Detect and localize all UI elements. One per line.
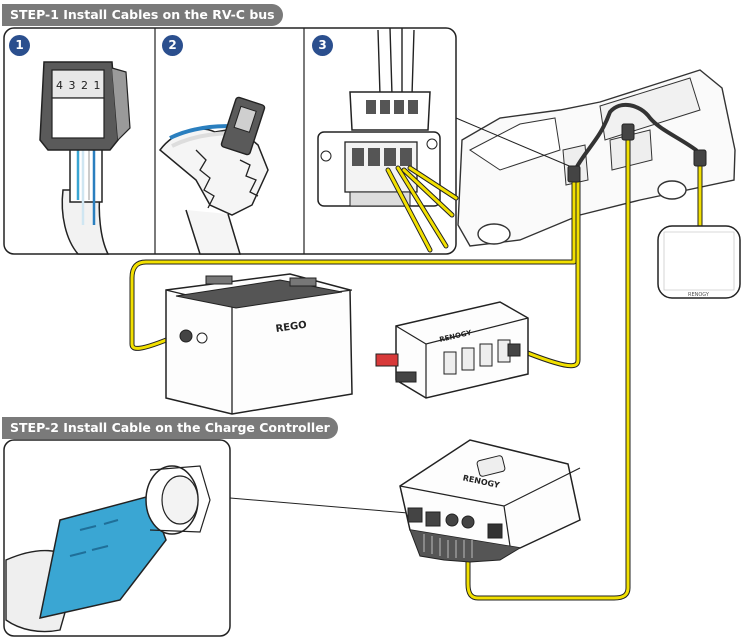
monitor-brand-label: RENOGY	[688, 292, 710, 298]
step-number-badge: 2	[162, 35, 183, 56]
step1-banner: STEP-1 Install Cables on the RV-C bus	[2, 4, 283, 26]
rv-monitor-illustration	[657, 225, 741, 299]
battery-brand-label: REGO	[275, 320, 307, 335]
battery-illustration	[165, 273, 353, 415]
cable-tee-connectors	[567, 123, 707, 183]
callout-leader-line	[455, 117, 575, 169]
inverter-illustration	[375, 301, 529, 399]
panel1-connector-illustration	[39, 61, 131, 255]
connector-pin-labels: 4 3 2 1	[56, 79, 101, 92]
step2-banner: STEP-2 Install Cable on the Charge Contr…	[2, 417, 338, 439]
step-number-badge: 1	[9, 35, 30, 56]
charge-controller-illustration	[399, 439, 581, 563]
waterproof-connector-illustration	[5, 465, 211, 633]
callout-leader-line	[229, 497, 421, 515]
rv-van-illustration	[457, 69, 736, 247]
panel3-terminal-block-illustration	[317, 27, 459, 253]
panel2-crimp-tool-illustration	[158, 96, 269, 255]
step-number-badge: 3	[312, 35, 333, 56]
